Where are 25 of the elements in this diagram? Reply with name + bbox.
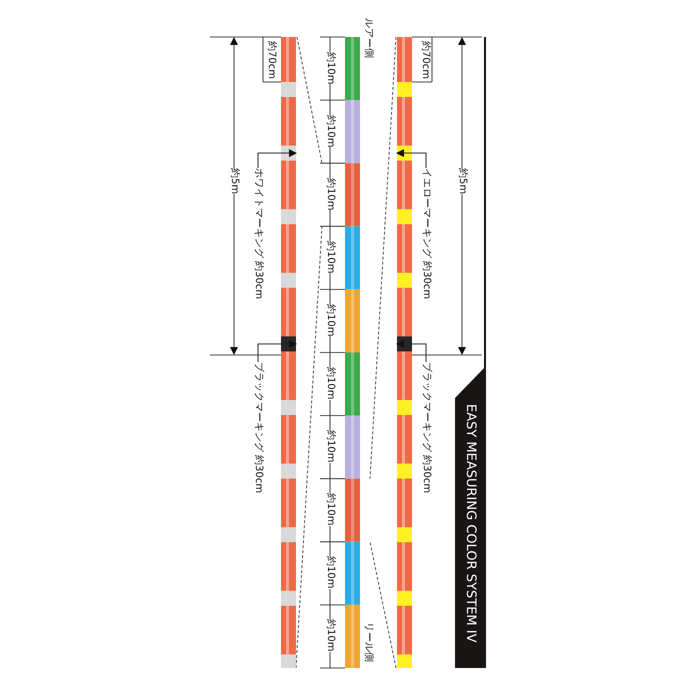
dimension-label: 約10m [324,619,336,652]
marking-annotation: ブラックマーキング 約30cm [252,362,264,494]
end-label: ルアー側 [362,18,374,58]
end-label: リール側 [362,622,374,662]
dimension-label: 約10m [324,240,336,274]
marking-annotation: イエローマーキング 約30cm [420,168,432,300]
leader-line [396,340,426,362]
marking-annotation: ブラックマーキング 約30cm [420,362,432,494]
marking-annotation: ホワイトマーキング 約30cm [252,168,264,300]
dimension-label: 約5m [228,168,240,194]
dimension-label: 約70cm [419,41,431,79]
dimension-label: 約10m [324,430,336,463]
leader-line [258,149,297,168]
dimension-label: 約10m [324,304,336,336]
dimension-label: 約10m [324,114,336,148]
dimension-label: 約5m [456,168,468,194]
dimension-label: 約70cm [265,41,277,79]
leader-line [396,149,426,168]
dimension-label: 約10m [324,493,336,526]
dimension-label: 約10m [324,52,336,84]
dimension-label: 約10m [324,367,336,400]
leader-line [258,340,297,362]
dimension-label: 約10m [324,178,336,210]
title: EASY MEASURING COLOR SYSTEM IV [462,404,479,642]
dimension-label: 約10m [324,556,336,589]
